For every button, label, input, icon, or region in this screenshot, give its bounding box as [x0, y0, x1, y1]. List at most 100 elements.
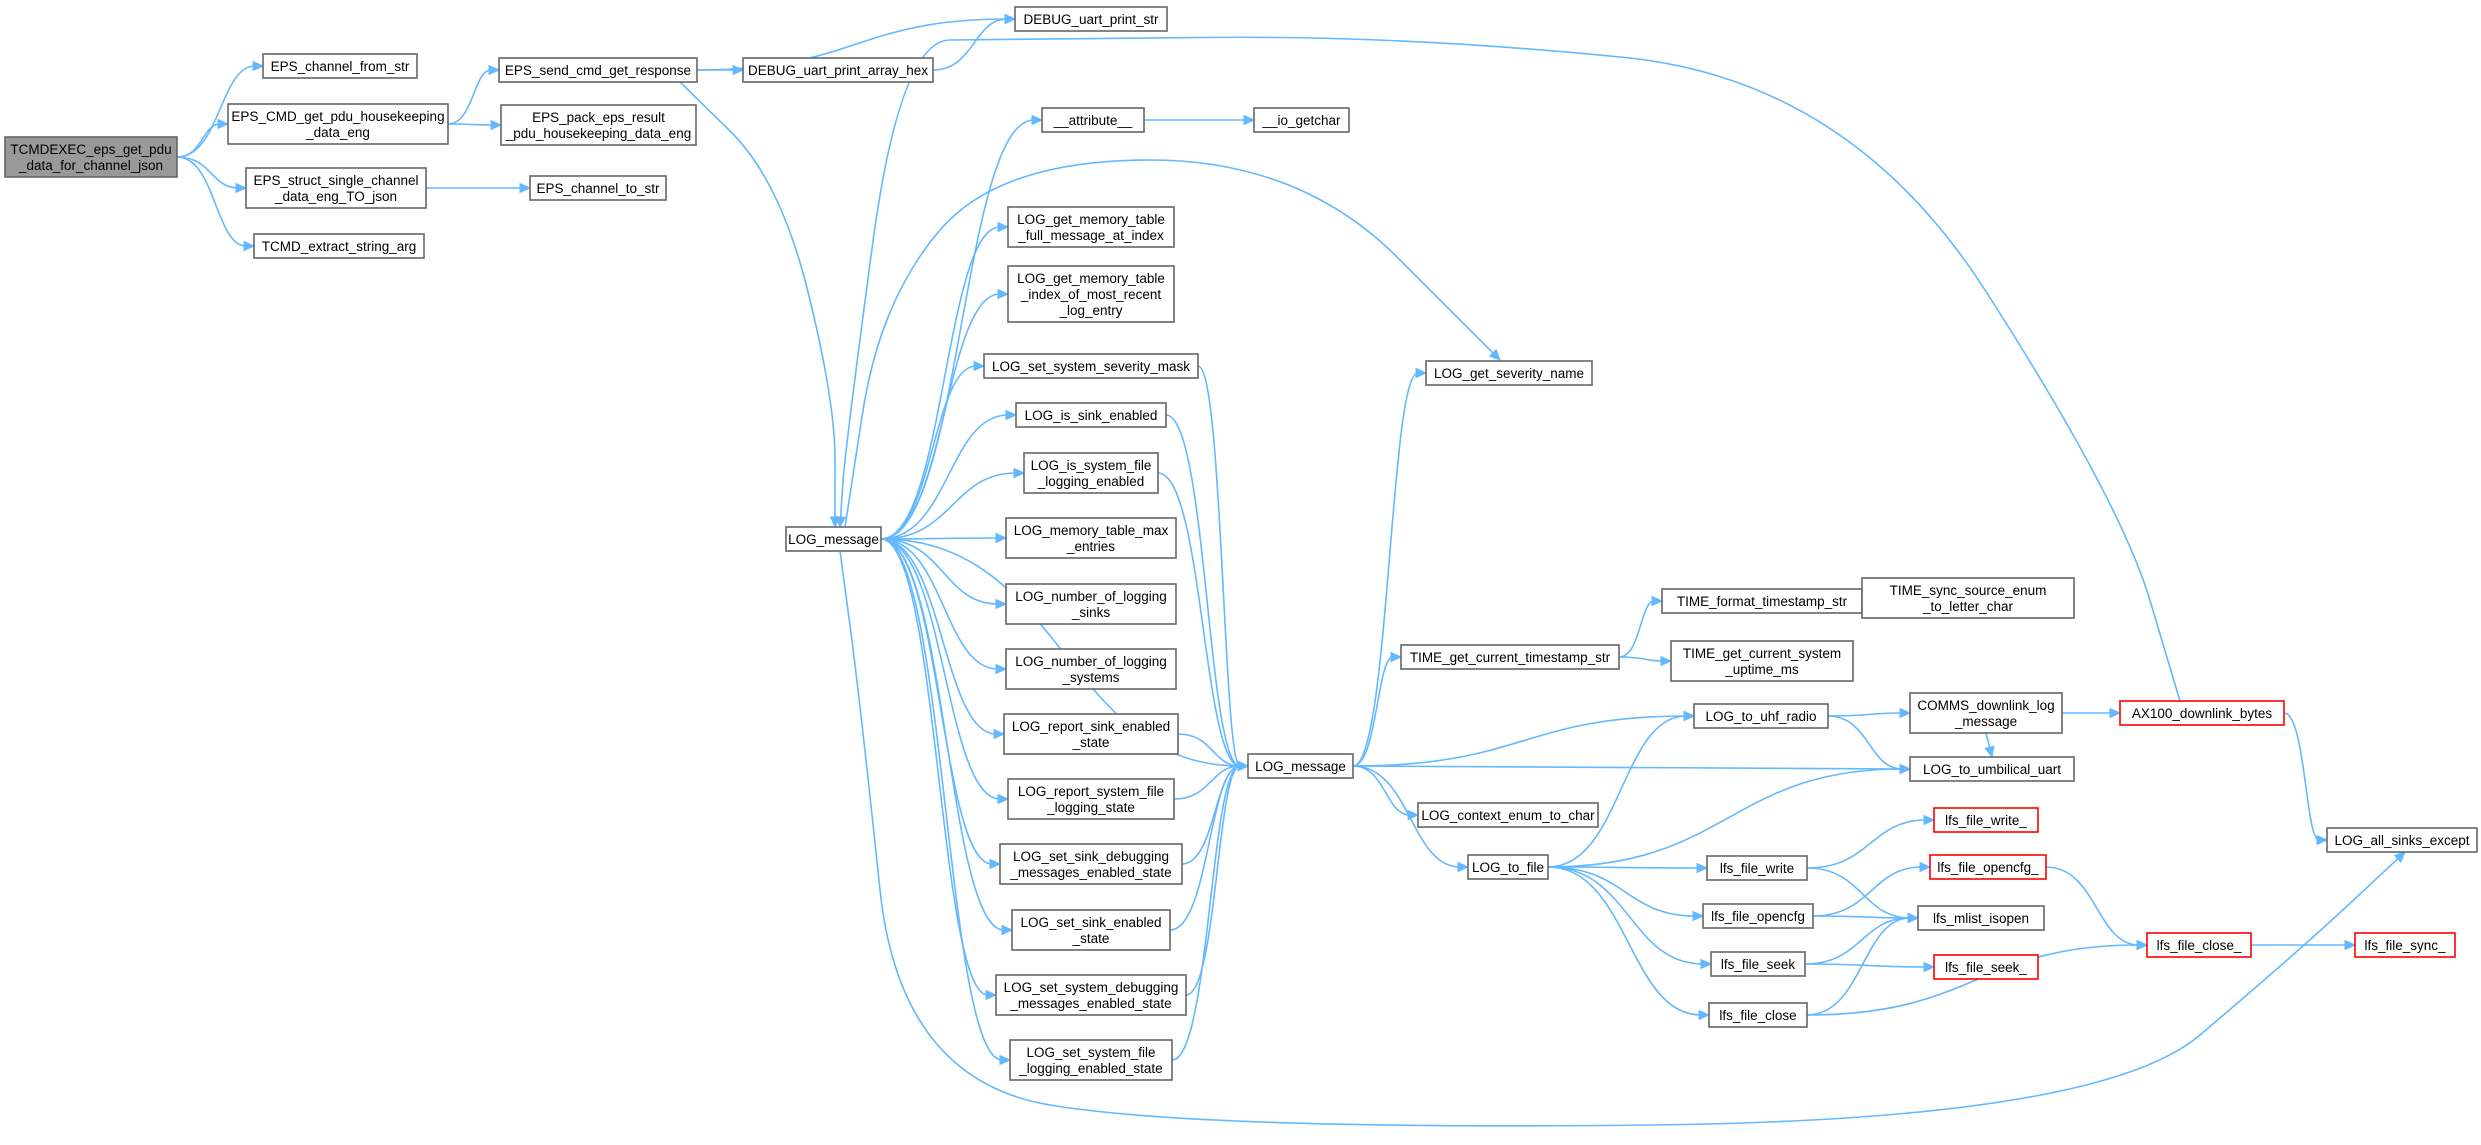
- node-log-num-sinks[interactable]: LOG_number_of_logging_sinks: [1005, 583, 1177, 625]
- node-lfs-file-write[interactable]: lfs_file_write: [1706, 855, 1808, 881]
- edge-lfs_file_seek-to-lfs_file_seek_: [1804, 963, 1927, 968]
- node-label: LOG_to_uhf_radio: [1705, 709, 1816, 724]
- edge-arrowhead: [993, 728, 1006, 740]
- node-box: [1015, 402, 1167, 428]
- node-lfs-file-opencfg-[interactable]: lfs_file_opencfg_: [1929, 854, 2047, 880]
- edge-lfs_file_opencfg-to-lfs_file_opencfg_: [1812, 866, 1923, 917]
- node-label: __io_getchar: [1261, 113, 1341, 128]
- node-log-set-sink-enabled[interactable]: LOG_set_sink_enabled_state: [1011, 909, 1171, 951]
- node-log-report-sink[interactable]: LOG_report_sink_enabled_state: [1003, 713, 1179, 755]
- node-label: _state: [1072, 735, 1110, 750]
- node-log-get-sev-name[interactable]: LOG_get_severity_name: [1425, 360, 1593, 386]
- node-eps-pack[interactable]: EPS_pack_eps_result_pdu_housekeeping_dat…: [500, 104, 697, 146]
- node-time-get-current-ts[interactable]: TIME_get_current_timestamp_str: [1400, 644, 1620, 670]
- node-log-get-mem-index[interactable]: LOG_get_memory_table_index_of_most_recen…: [1007, 265, 1175, 323]
- node-log-to-uhf[interactable]: LOG_to_uhf_radio: [1693, 703, 1829, 729]
- node-lfs-file-seek[interactable]: lfs_file_seek: [1710, 951, 1806, 977]
- node-attribute[interactable]: __attribute__: [1041, 107, 1145, 133]
- node-log-context-enum[interactable]: LOG_context_enum_to_char: [1417, 802, 1599, 828]
- edge-arrowhead: [1907, 912, 1920, 924]
- edge-log_to_file-to-lfs_file_write: [1547, 866, 1700, 869]
- edge-log_message_2-to-log_context_enum: [1352, 765, 1411, 816]
- edge-log_message_1-to-log_is_sink: [880, 414, 1009, 540]
- node-log-all-sinks-except[interactable]: LOG_all_sinks_except: [2326, 827, 2478, 853]
- edge-arrowhead: [995, 532, 1008, 544]
- node-log-get-mem-full[interactable]: LOG_get_memory_table_full_message_at_ind…: [1007, 206, 1175, 248]
- node-box: [1005, 517, 1177, 559]
- node-io-getchar[interactable]: __io_getchar: [1253, 107, 1350, 133]
- node-time-format[interactable]: TIME_format_timestamp_str: [1661, 588, 1863, 614]
- node-label: LOG_to_file: [1472, 860, 1544, 875]
- node-label: DEBUG_uart_print_str: [1023, 12, 1159, 27]
- node-log-set-sys-file[interactable]: LOG_set_system_file_logging_enabled_stat…: [1009, 1039, 1173, 1081]
- edge-arrowhead: [2344, 939, 2357, 951]
- node-debug-print-str[interactable]: DEBUG_uart_print_str: [1014, 6, 1168, 32]
- node-box: [1706, 855, 1808, 881]
- node-log-set-sink-debug[interactable]: LOG_set_sink_debugging_messages_enabled_…: [999, 843, 1183, 885]
- edge-log_message_1-to-log_report_sink: [880, 538, 997, 735]
- edge-log_is_sink-to-log_message_2: [1165, 414, 1241, 767]
- edge-arrowhead: [2136, 939, 2149, 951]
- node-eps-struct-single[interactable]: EPS_struct_single_channel_data_eng_TO_js…: [245, 167, 427, 209]
- node-label: lfs_file_close_: [2157, 938, 2242, 953]
- node-debug-print-hex[interactable]: DEBUG_uart_print_array_hex: [742, 57, 934, 83]
- node-log-is-sys-file[interactable]: LOG_is_system_file_logging_enabled: [1023, 452, 1159, 494]
- node-label: _data_for_channel_json: [18, 158, 163, 173]
- node-log-set-sys-sev[interactable]: LOG_set_system_severity_mask: [983, 353, 1199, 379]
- node-label: LOG_all_sinks_except: [2334, 833, 2469, 848]
- edge-arrowhead: [1031, 114, 1044, 126]
- node-log-report-sys-file[interactable]: LOG_report_system_file_logging_state: [1007, 778, 1175, 820]
- node-box: [1253, 107, 1350, 133]
- node-log-message-1[interactable]: LOG_message: [785, 526, 882, 552]
- node-box: [227, 103, 449, 145]
- node-label: lfs_mlist_isopen: [1933, 911, 2029, 926]
- node-eps-channel-to-str[interactable]: EPS_channel_to_str: [529, 175, 667, 201]
- node-time-sync-source[interactable]: TIME_sync_source_enum_to_letter_char: [1861, 577, 2075, 619]
- node-box: [2354, 932, 2456, 958]
- edge-arrowhead: [1692, 910, 1705, 922]
- node-eps-send-cmd[interactable]: EPS_send_cmd_get_response: [498, 57, 698, 83]
- node-label: lfs_file_opencfg_: [1937, 860, 2039, 875]
- edge-log_message_1-to-log_num_sinks: [880, 538, 999, 605]
- edge-log_set_sys_debug-to-log_message_2: [1185, 765, 1241, 996]
- node-comms-downlink[interactable]: COMMS_downlink_log_message: [1909, 692, 2063, 734]
- edge-arrowhead: [243, 240, 256, 252]
- node-eps-cmd-get-pdu[interactable]: EPS_CMD_get_pdu_housekeeping_data_eng: [227, 103, 449, 145]
- edge-arrowhead: [1696, 862, 1709, 874]
- node-log-num-systems[interactable]: LOG_number_of_logging_systems: [1005, 648, 1177, 690]
- node-lfs-file-write-[interactable]: lfs_file_write_: [1933, 807, 2039, 833]
- edge-arrowhead: [252, 60, 265, 72]
- node-box: [1909, 756, 2075, 782]
- edge-arrowhead: [997, 793, 1010, 805]
- node-box: [1023, 452, 1159, 494]
- edge-arrowhead: [1390, 651, 1403, 663]
- node-tcmd-extract[interactable]: TCMD_extract_string_arg: [253, 233, 425, 259]
- edge-debug_print_hex-to-debug_print_str: [932, 18, 1008, 71]
- node-lfs-file-close-[interactable]: lfs_file_close_: [2146, 932, 2252, 958]
- edge-log_to_uhf-to-log_to_umbilical: [1827, 715, 1903, 770]
- node-box: [1007, 265, 1175, 323]
- node-log-set-sys-debug[interactable]: LOG_set_system_debugging_messages_enable…: [995, 974, 1187, 1016]
- node-root[interactable]: TCMDEXEC_eps_get_pdu_data_for_channel_js…: [4, 136, 178, 178]
- edge-ax100_downlink-to-log_message_1: [839, 36, 2181, 702]
- node-time-get-uptime[interactable]: TIME_get_current_system_uptime_ms: [1670, 640, 1854, 682]
- node-log-mem-max[interactable]: LOG_memory_table_max_entries: [1005, 517, 1177, 559]
- node-eps-channel-from-str[interactable]: EPS_channel_from_str: [262, 53, 418, 79]
- node-ax100-downlink[interactable]: AX100_downlink_bytes: [2119, 700, 2285, 726]
- edge-lfs_file_close-to-lfs_file_close_: [1806, 944, 2140, 1016]
- node-label: lfs_file_write: [1720, 861, 1794, 876]
- node-lfs-file-seek-[interactable]: lfs_file_seek_: [1933, 954, 2039, 980]
- node-box: [2119, 700, 2285, 726]
- node-lfs-file-sync-[interactable]: lfs_file_sync_: [2354, 932, 2456, 958]
- node-log-is-sink[interactable]: LOG_is_sink_enabled: [1015, 402, 1167, 428]
- node-log-to-umbilical[interactable]: LOG_to_umbilical_uart: [1909, 756, 2075, 782]
- node-lfs-file-close[interactable]: lfs_file_close: [1708, 1002, 1808, 1028]
- edge-log_message_1-to-log_set_sink_enabled: [880, 538, 1005, 931]
- node-log-message-2[interactable]: LOG_message: [1247, 753, 1354, 779]
- node-log-to-file[interactable]: LOG_to_file: [1467, 854, 1549, 880]
- node-box: [529, 175, 667, 201]
- node-lfs-mlist-isopen[interactable]: lfs_mlist_isopen: [1917, 905, 2045, 931]
- edge-arrowhead: [1004, 13, 1017, 25]
- node-label: AX100_downlink_bytes: [2132, 706, 2273, 721]
- node-lfs-file-opencfg[interactable]: lfs_file_opencfg: [1702, 903, 1814, 929]
